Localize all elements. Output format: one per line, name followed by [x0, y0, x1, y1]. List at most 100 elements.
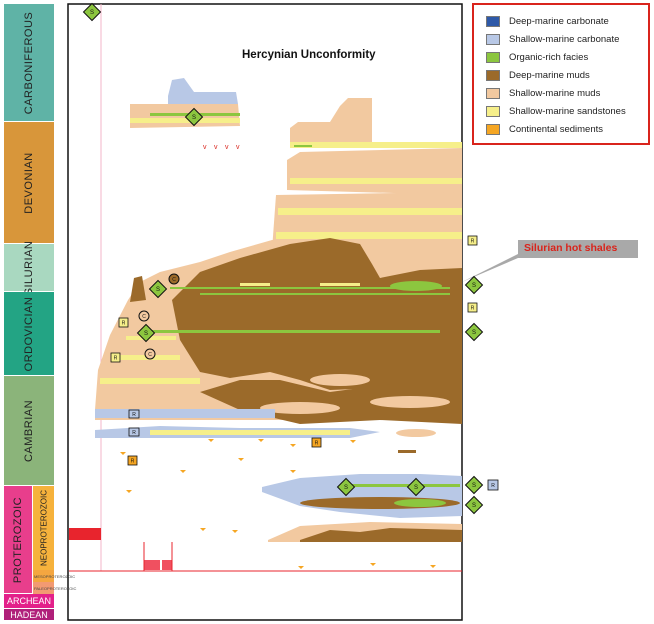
- legend-item: Shallow-marine muds: [486, 86, 600, 100]
- callout-pointer: [462, 254, 518, 282]
- neoproterozoic-organic-1: [340, 484, 460, 487]
- devonian-green-strip: [294, 145, 312, 147]
- cambrian-carbonate-1: [95, 409, 275, 418]
- marker-label: C: [172, 277, 176, 283]
- period-label: SILURIAN: [23, 240, 35, 295]
- period-label: PROTEROZOIC: [12, 496, 24, 583]
- legend-label: Shallow-marine sandstones: [509, 105, 626, 117]
- legend-label: Shallow-marine muds: [509, 87, 601, 99]
- period-ordovician: ORDOVICIAN: [4, 292, 54, 376]
- period-label: DEVONIAN: [23, 151, 35, 214]
- marker-label: R: [132, 412, 136, 418]
- silurian-hot-shales-callout: Silurian hot shales: [518, 240, 638, 258]
- devonian-upper-block: [290, 98, 372, 148]
- legend-swatch: [486, 105, 500, 117]
- ordovician-deep-muds-tongue: [130, 276, 146, 302]
- marker-label: R: [315, 441, 319, 447]
- cambrian-deep-strip: [398, 450, 416, 453]
- organic-streak-2: [200, 293, 450, 295]
- marker-label: S: [472, 330, 476, 336]
- ordovician-deep-muds: [172, 238, 462, 400]
- ordovician-sand-3: [126, 336, 176, 340]
- period-label: CAMBRIAN: [23, 399, 35, 462]
- cambrian-pale-lens-1: [310, 374, 370, 386]
- carboniferous-carbonate: [168, 78, 238, 104]
- continental-marks: [120, 439, 436, 569]
- legend-item: Shallow-marine carbonate: [486, 32, 619, 46]
- organic-streak-3: [140, 330, 440, 333]
- marker-label: S: [344, 485, 348, 491]
- silurian-sand-1: [240, 283, 270, 286]
- legend-item: Deep-marine carbonate: [486, 14, 609, 28]
- circle-marker-labels: C C C: [142, 277, 176, 358]
- sub-period-neoproterozoic: NEOPROTEROZOIC: [32, 486, 54, 570]
- legend-label: Continental sediments: [509, 123, 603, 135]
- diamond-markers: [82, 2, 484, 515]
- legend-label: Deep-marine carbonate: [509, 15, 609, 27]
- legend-swatch: [486, 123, 500, 135]
- silurian-sand-2: [320, 283, 360, 286]
- marker-label: R: [471, 239, 475, 245]
- marker-label: R: [131, 459, 135, 465]
- legend-item: Shallow-marine sandstones: [486, 104, 626, 118]
- marker-label: S: [90, 10, 94, 16]
- period-label: ARCHEAN: [6, 596, 51, 606]
- marker-label: R: [122, 321, 126, 327]
- svg-text:v: v: [225, 144, 229, 151]
- red-block-3: [162, 560, 172, 570]
- period-label: HADEAN: [10, 610, 48, 620]
- period-archean: ARCHEAN: [4, 594, 54, 609]
- marker-label: S: [472, 283, 476, 289]
- cambrian-sand-3: [150, 430, 350, 435]
- red-block-2: [144, 560, 160, 570]
- sub-period-label: PALEOPROTEROZOIC: [34, 586, 77, 591]
- legend-swatch: [486, 51, 500, 63]
- period-carboniferous: CARBONIFEROUS: [4, 4, 54, 122]
- carboniferous-sand: [130, 118, 240, 123]
- period-label: ORDOVICIAN: [23, 296, 35, 371]
- neoproterozoic-deep-base: [300, 528, 462, 542]
- marker-label: S: [472, 503, 476, 509]
- marker-label: R: [114, 356, 118, 362]
- svg-text:v: v: [203, 144, 207, 151]
- devonian-sand-band-1: [290, 142, 462, 148]
- cambrian-pale-lens-3: [370, 396, 450, 408]
- marker-label: S: [156, 287, 160, 293]
- devonian-sand-band-3: [278, 208, 462, 215]
- marker-label: R: [132, 430, 136, 436]
- devonian-sand-band-4: [276, 232, 462, 239]
- sub-period-paleoproterozoic: PALEOPROTEROZOIC: [32, 582, 76, 594]
- period-silurian: SILURIAN: [4, 240, 54, 295]
- period-label: CARBONIFEROUS: [23, 11, 35, 114]
- marker-label: S: [144, 331, 148, 337]
- square-marker-labels: R R R R R R R R R: [114, 239, 496, 490]
- cambrian-sand-lens: [396, 429, 436, 437]
- legend-swatch: [486, 15, 500, 27]
- legend-swatch: [486, 87, 500, 99]
- sub-period-label: MESOPROTEROZOIC: [34, 574, 76, 579]
- legend-label: Deep-marine muds: [509, 69, 590, 81]
- sub-period-mesoproterozoic: MESOPROTEROZOIC: [32, 570, 75, 582]
- legend-label: Organic-rich facies: [509, 51, 589, 63]
- legend-item: Continental sediments: [486, 122, 603, 136]
- period-proterozoic: PROTEROZOIC: [4, 486, 32, 594]
- legend-item: Organic-rich facies: [486, 50, 588, 64]
- legend-swatch: [486, 69, 500, 81]
- marker-label: S: [192, 115, 196, 121]
- marker-label: C: [142, 314, 146, 320]
- svg-text:v: v: [214, 144, 218, 151]
- marker-label: R: [491, 483, 495, 489]
- devonian-lower-block: [287, 148, 462, 195]
- diagram-title: Hercynian Unconformity: [242, 49, 376, 61]
- legend-label: Shallow-marine carbonate: [509, 33, 620, 45]
- red-block-1: [69, 528, 101, 540]
- marker-label: S: [414, 485, 418, 491]
- devonian-sand-band-2: [290, 178, 462, 184]
- period-cambrian: CAMBRIAN: [4, 376, 54, 486]
- ordovician-sand-1: [100, 378, 200, 384]
- diamond-marker-labels: S S S S S S S S S S: [90, 10, 476, 509]
- sub-period-label: NEOPROTEROZOIC: [39, 489, 48, 567]
- callout-label: Silurian hot shales: [524, 242, 618, 254]
- neoproterozoic-organic-lens: [394, 499, 446, 507]
